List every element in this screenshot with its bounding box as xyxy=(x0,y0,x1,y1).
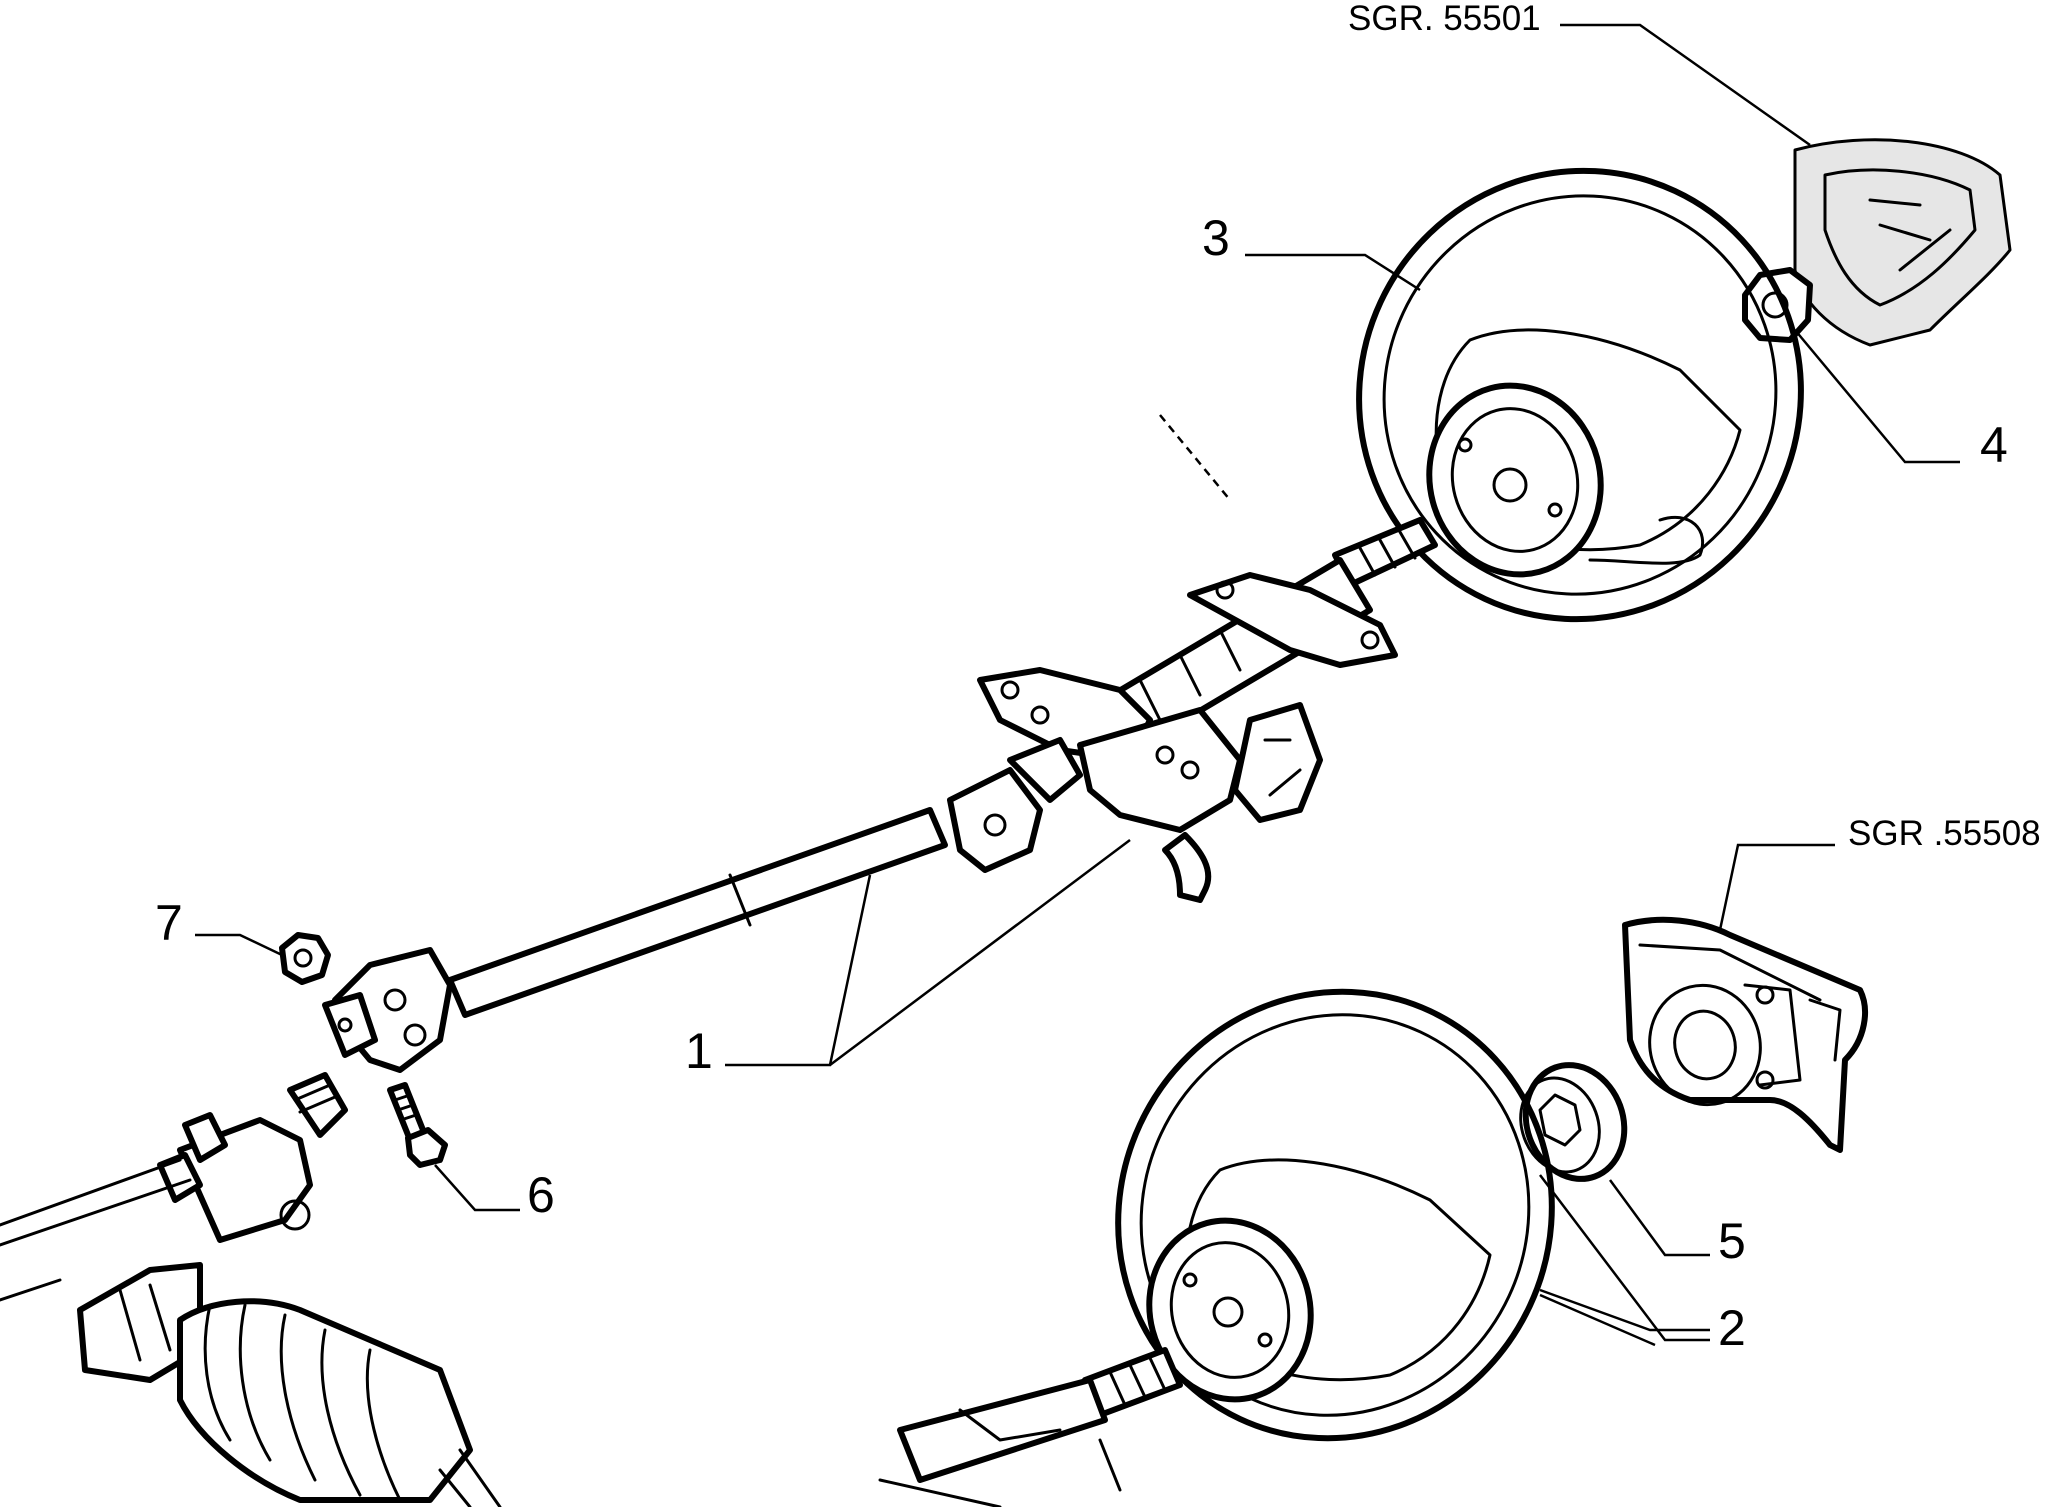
steering-column-part-1 xyxy=(322,517,1438,1073)
nut-part-7 xyxy=(279,932,331,985)
callout-number-7: 7 xyxy=(155,895,183,951)
callout-number-2: 2 xyxy=(1718,1300,1746,1356)
reference-label-horn-pad: SGR. 55501 xyxy=(1348,0,1541,38)
callout-number-5: 5 xyxy=(1718,1213,1746,1269)
leader-lines xyxy=(195,23,1960,1347)
bolt-part-6 xyxy=(387,1082,448,1168)
hub-cover-part-5 xyxy=(1519,1062,1628,1182)
lower-column-detail xyxy=(878,1347,1183,1507)
callout-number-4: 4 xyxy=(1980,417,2008,473)
horn-pad xyxy=(1793,138,2012,347)
callout-number-1: 1 xyxy=(685,1023,713,1079)
steering-wheel-part-3 xyxy=(1356,167,1804,623)
airbag-module xyxy=(1622,916,1868,1153)
steering-rack xyxy=(0,1072,502,1507)
reference-label-airbag-module: SGR .55508 xyxy=(1848,814,2041,853)
callout-number-6: 6 xyxy=(527,1167,555,1223)
nut-part-4 xyxy=(1742,267,1813,343)
callout-number-3: 3 xyxy=(1202,210,1230,266)
steering-wheel-part-2 xyxy=(1115,988,1555,1442)
